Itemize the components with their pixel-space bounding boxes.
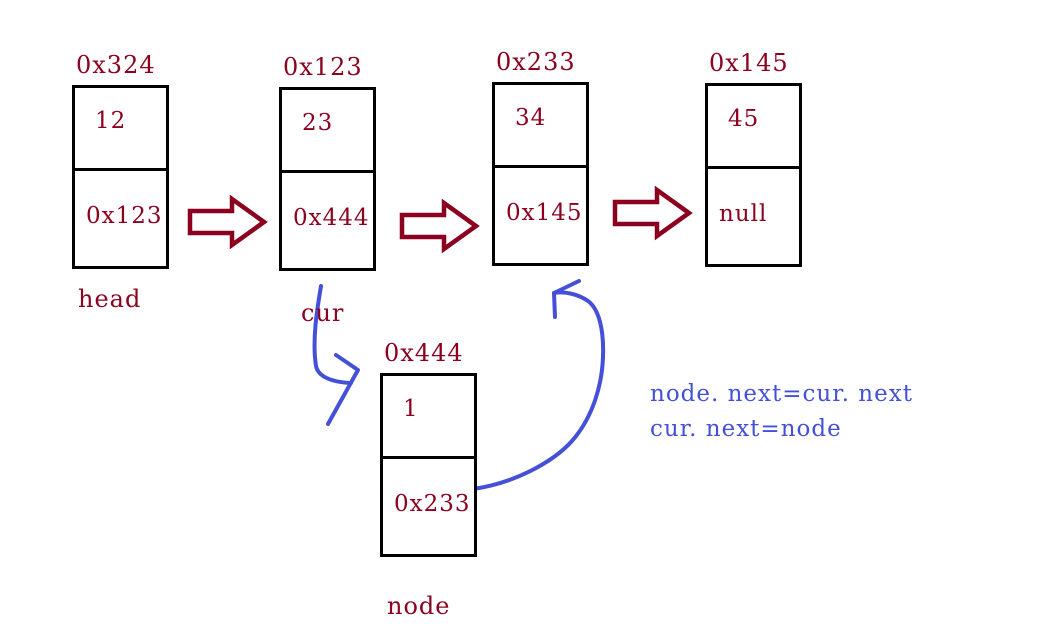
handdrawn-arrow-cur-to-node-icon [312,284,353,385]
node-next-pointer: 0x233 [394,491,471,517]
node-label: head [78,285,142,313]
node-box: 34 0x145 [492,82,589,266]
node-box: 12 0x123 [72,85,169,269]
pointer-arrow-cur-to-0x233-icon [399,198,480,254]
handdrawn-arrowhead-node-to-0x233-icon [552,279,581,319]
node-label: node [387,592,451,620]
pointer-arrow-0x233-to-0x145-icon [612,185,693,241]
list-node-new: 0x444 1 0x233 node [380,339,477,620]
list-node-cur: 0x123 23 0x444 cur [279,53,376,327]
list-node-0x233: 0x233 34 0x145 [492,48,589,266]
code-annotation-line-2: cur. next=node [650,416,842,442]
node-next-pointer: null [719,201,768,227]
node-value: 1 [383,376,474,459]
node-label: cur [301,299,345,327]
list-node-tail: 0x145 45 null [705,49,802,267]
node-next-pointer: 0x145 [506,200,583,226]
pointer-arrow-head-to-cur-icon [187,194,268,250]
node-box: 1 0x233 [380,373,477,557]
handdrawn-arrow-node-to-0x233-icon [471,290,606,491]
node-address: 0x233 [496,48,576,76]
node-address: 0x123 [283,53,363,81]
list-node-head: 0x324 12 0x123 head [72,51,169,313]
code-annotation-line-1: node. next=cur. next [650,381,913,407]
node-next-pointer: 0x123 [86,203,163,229]
node-address: 0x324 [76,51,156,79]
handdrawn-arrowhead-cur-to-node-icon [326,353,360,426]
node-value: 45 [708,86,799,169]
node-address: 0x145 [709,49,789,77]
node-value: 34 [495,85,586,168]
node-box: 23 0x444 [279,87,376,271]
node-value: 12 [75,88,166,171]
node-next-pointer: 0x444 [293,205,370,231]
node-address: 0x444 [384,339,464,367]
node-box: 45 null [705,83,802,267]
node-value: 23 [282,90,373,173]
